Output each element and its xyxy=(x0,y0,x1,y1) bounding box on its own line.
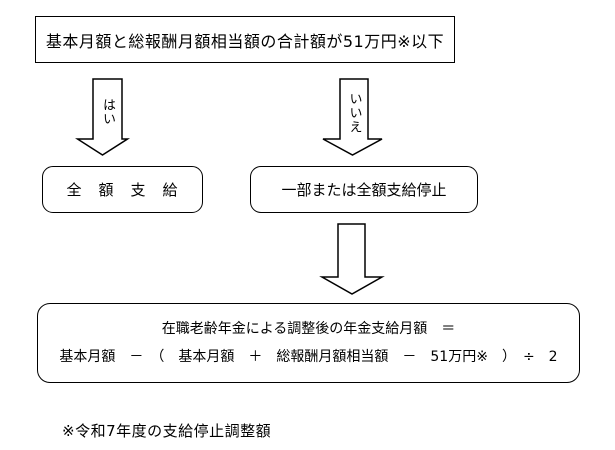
no-arrow-icon xyxy=(322,78,383,156)
full-payment-box: 全 額 支 給 xyxy=(42,166,203,213)
formula-line1: 在職老齢年金による調整後の年金支給月額 ＝ xyxy=(161,321,456,337)
yes-arrow-icon xyxy=(75,78,130,156)
full-payment-text: 全 額 支 給 xyxy=(66,181,179,199)
condition-box: 基本月額と総報酬月額相当額の合計額が51万円※以下 xyxy=(35,16,455,63)
down-arrow-icon xyxy=(319,223,385,295)
formula-box: 在職老齢年金による調整後の年金支給月額 ＝ 基本月額 － （ 基本月額 ＋ 総報… xyxy=(37,303,580,383)
no-arrow-label: いいえ xyxy=(346,92,362,134)
footnote: ※令和7年度の支給停止調整額 xyxy=(62,422,272,440)
condition-text: 基本月額と総報酬月額相当額の合計額が51万円※以下 xyxy=(45,31,445,51)
yes-arrow-label: はい xyxy=(100,98,115,126)
payment-suspension-box: 一部または全額支給停止 xyxy=(250,166,478,213)
payment-suspension-text: 一部または全額支給停止 xyxy=(281,181,447,199)
formula-line2: 基本月額 － （ 基本月額 ＋ 総報酬月額相当額 － 51万円※ ） ÷ 2 xyxy=(59,349,558,365)
